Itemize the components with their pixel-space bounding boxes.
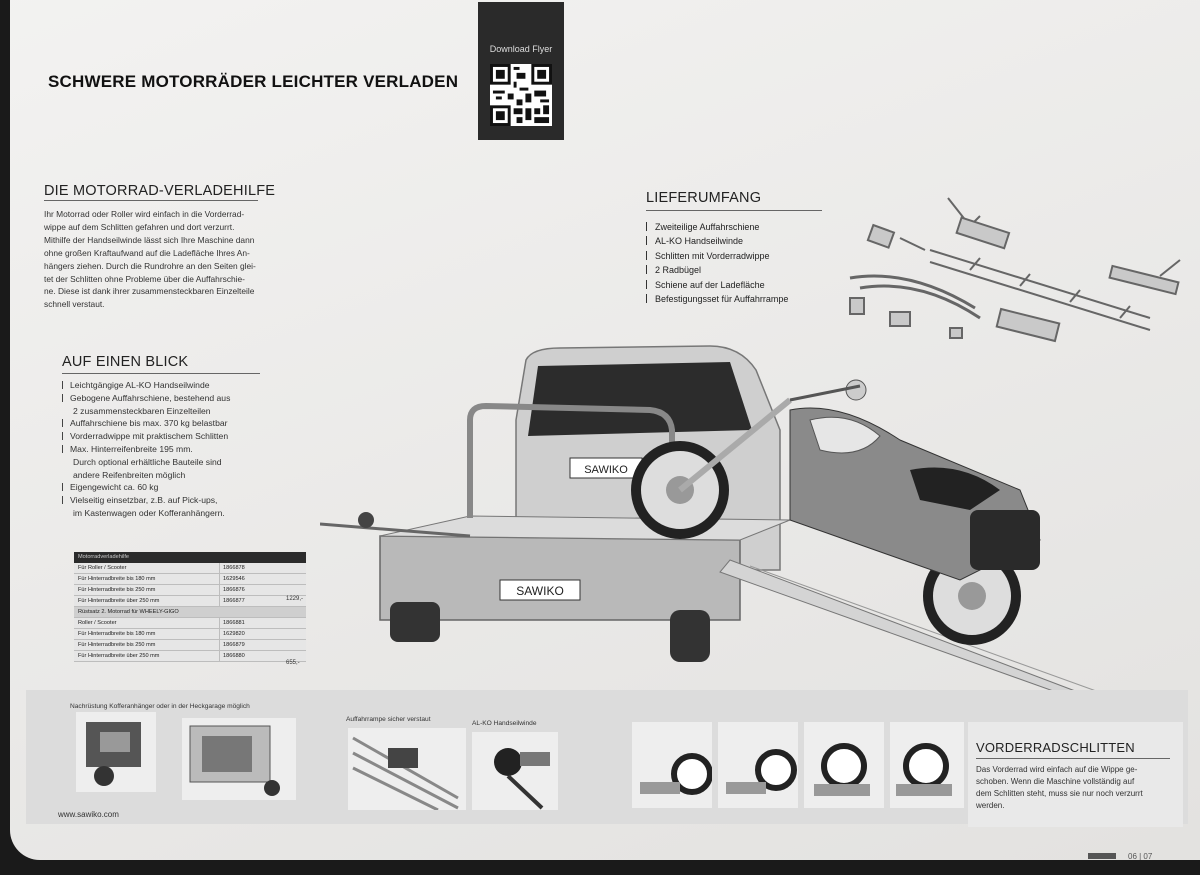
- photo-trailer-box: [76, 712, 156, 792]
- list-item: Eigengewicht ca. 60 kg: [62, 481, 230, 494]
- photo-sequence-3: [804, 722, 884, 808]
- verladehilfe-rule: [44, 200, 258, 201]
- caption-auffahrrampe: Auffahrrampe sicher verstaut: [346, 716, 431, 723]
- list-item: Vorderradwippe mit praktischem Schlitten: [62, 430, 230, 443]
- caption-kofferanhaenger: Nachrüstung Kofferanhänger oder in der H…: [70, 703, 250, 710]
- price-1: 1229,-: [286, 596, 304, 602]
- list-item: Zweiteilige Auffahrschiene: [646, 220, 788, 234]
- photo-sequence-2: [718, 722, 798, 808]
- list-item: AL-KO Handseilwinde: [646, 234, 788, 248]
- brand-logo-icon: [1088, 853, 1116, 859]
- list-item: Schlitten mit Vorderradwippe: [646, 249, 788, 263]
- list-item: Durch optional erhältliche Bauteile sind: [73, 456, 222, 467]
- list-item: andere Reifenbreiten möglich: [73, 469, 186, 480]
- photo-winch: [472, 732, 558, 810]
- list-item: Schiene auf der Ladefläche: [646, 278, 788, 292]
- vrs-heading: VORDERRADSCHLITTEN: [976, 740, 1135, 755]
- list-item: Gebogene Auffahrschiene, bestehend aus: [62, 392, 230, 405]
- motorcycle-illustration: [631, 379, 1041, 645]
- blick-rule: [62, 373, 260, 374]
- brochure-page: SCHWERE MOTORRÄDER LEICHTER VERLADEN Dow…: [10, 0, 1200, 860]
- caption-handseilwinde: AL-KO Handseilwinde: [472, 720, 537, 727]
- vrs-text: Das Vorderrad wird einfach auf die Wippe…: [976, 765, 1143, 810]
- qr-code-icon[interactable]: [490, 64, 552, 126]
- price-table: Motorradverladehilfe Für Roller / Scoote…: [74, 552, 306, 662]
- list-item: Leichtgängige AL-KO Handseilwinde: [62, 379, 230, 392]
- parts-illustration: [849, 197, 1181, 343]
- qr-download-box[interactable]: Download Flyer: [478, 2, 564, 140]
- verladehilfe-text: Ihr Motorrad oder Roller wird einfach in…: [44, 209, 256, 310]
- blick-list: Leichtgängige AL-KO Handseilwinde Geboge…: [62, 379, 230, 520]
- table-subheader: Rüstsatz 2. Motorrad für WHEELY-GIGO: [74, 607, 306, 618]
- qr-label: Download Flyer: [489, 44, 553, 54]
- trailer-plate: SAWIKO: [516, 584, 564, 598]
- list-item: Befestigungsset für Auffahrrampe: [646, 292, 788, 306]
- lieferumfang-list: Zweiteilige Auffahrschiene AL-KO Handsei…: [646, 220, 788, 306]
- photo-sequence-1: [632, 722, 713, 808]
- list-item: 2 Radbügel: [646, 263, 788, 277]
- list-item: 2 zusammensteckbaren Einzelteilen: [73, 405, 211, 416]
- list-item: Auffahrschiene bis max. 370 kg belastbar: [62, 417, 230, 430]
- website-link[interactable]: www.sawiko.com: [58, 810, 119, 819]
- list-item: im Kastenwagen oder Kofferanhängern.: [73, 507, 225, 518]
- page-title: SCHWERE MOTORRÄDER LEICHTER VERLADEN: [48, 72, 459, 91]
- lieferumfang-heading: LIEFERUMFANG: [646, 190, 762, 206]
- blick-heading: AUF EINEN BLICK: [62, 354, 189, 370]
- list-item: Max. Hinterreifenbreite 195 mm.: [62, 443, 230, 456]
- lieferumfang-rule: [646, 210, 822, 211]
- table-header: Motorradverladehilfe: [74, 552, 306, 563]
- car-plate: SAWIKO: [584, 464, 628, 476]
- photo-ramp-stowed: [348, 728, 466, 812]
- list-item: Vielseitig einsetzbar, z.B. auf Pick-ups…: [62, 494, 230, 507]
- trailer-scene-illustration: SAWIKO SAWIKO: [320, 345, 1122, 713]
- price-2: 655,-: [286, 660, 300, 666]
- page-number: 06 | 07: [1128, 852, 1153, 860]
- verladehilfe-heading: DIE MOTORRAD-VERLADEHILFE: [44, 183, 276, 199]
- vorderradschlitten-box: VORDERRADSCHLITTEN Das Vorderrad wird ei…: [968, 722, 1183, 827]
- trailer-illustration: SAWIKO: [320, 402, 791, 662]
- photo-heckgarage: [182, 718, 296, 800]
- photo-sequence-4: [890, 722, 964, 808]
